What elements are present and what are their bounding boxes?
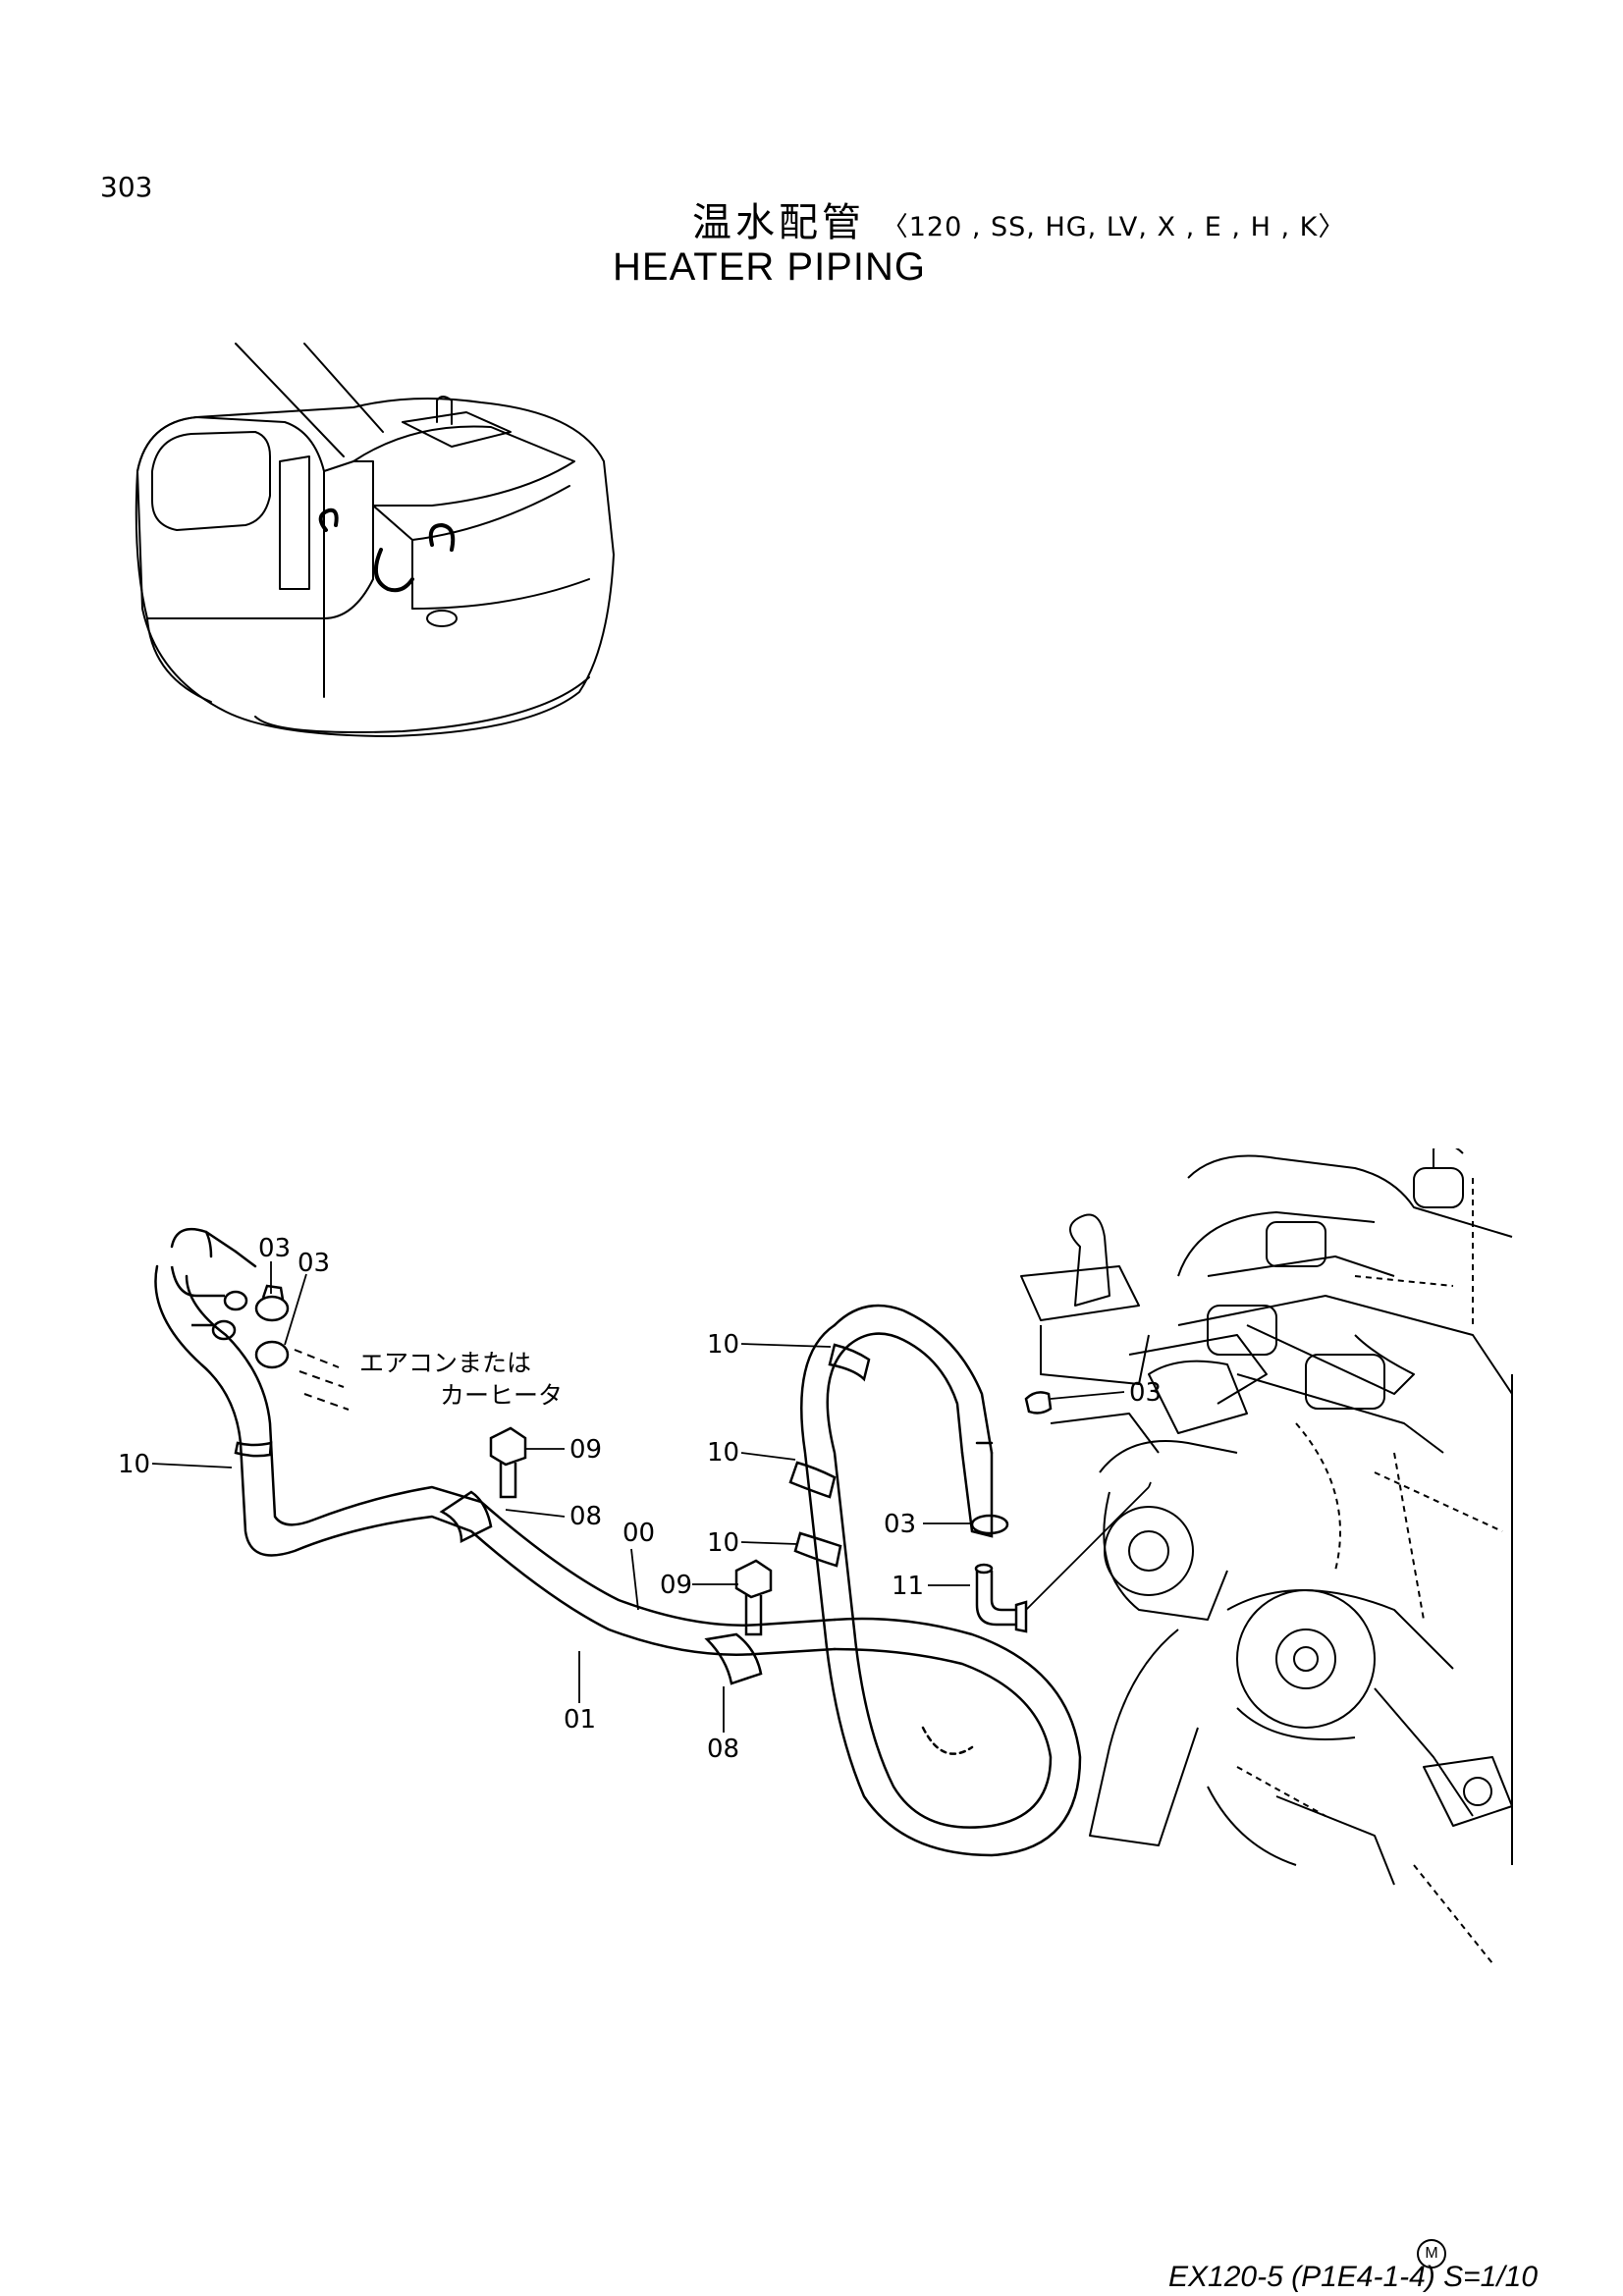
callout-09-bottom: 09 xyxy=(660,1571,692,1600)
title-japanese: 温水配管 〈120 , SS, HG, LV, X , E , H , K〉 xyxy=(692,190,1345,247)
callout-08-top: 08 xyxy=(569,1502,602,1531)
manufacturer-mark: M xyxy=(1417,2239,1446,2269)
callout-labels: 03 03 10 09 08 00 01 08 09 10 10 10 03 0… xyxy=(118,1234,1162,1764)
callout-03-middle: 03 xyxy=(884,1510,916,1539)
callout-10-lower: 10 xyxy=(707,1528,739,1558)
callout-01: 01 xyxy=(564,1705,596,1735)
note-line-1: エアコンまたは xyxy=(359,1349,531,1377)
small-clamps xyxy=(254,1284,1053,1535)
callout-09-top: 09 xyxy=(569,1435,602,1465)
model-reference: EX120-5 (P1E4-1-4) S=1/10 xyxy=(1168,2261,1539,2293)
page-number: 303 xyxy=(100,171,153,203)
heater-hose-assembly xyxy=(154,1227,1082,1857)
callout-10-upper: 10 xyxy=(707,1330,739,1360)
callout-10-middle: 10 xyxy=(707,1438,739,1468)
title-english: HEATER PIPING xyxy=(613,245,926,289)
excavator-overview-illustration xyxy=(135,343,615,737)
heater-piping-diagram: 03 03 10 09 08 00 01 08 09 10 10 10 03 0… xyxy=(118,1148,1513,1964)
callout-03-upper: 03 xyxy=(258,1234,291,1263)
note-dash-lines xyxy=(294,1349,350,1411)
title-japanese-text: 温水配管 xyxy=(692,200,865,245)
elbow-fitting xyxy=(974,1563,1028,1633)
callout-10-left: 10 xyxy=(118,1450,150,1479)
bolts xyxy=(489,1426,773,1636)
engine-hidden-lines xyxy=(1236,1178,1503,1964)
callout-08-bottom: 08 xyxy=(707,1735,739,1764)
hose-clamps xyxy=(234,1343,871,1685)
model-variants: 〈120 , SS, HG, LV, X , E , H , K〉 xyxy=(881,212,1346,242)
callout-03-upper-right: 03 xyxy=(298,1249,330,1278)
note-line-2: カーヒータ xyxy=(440,1381,563,1410)
engine-block-illustration xyxy=(1020,1148,1513,1886)
callout-00: 00 xyxy=(622,1519,655,1548)
hose-end-fittings xyxy=(170,1265,248,1341)
leader-lines xyxy=(151,1261,1152,1733)
callout-03-engine: 03 xyxy=(1129,1378,1162,1408)
callout-11: 11 xyxy=(892,1572,924,1601)
note-text: エアコンまたは カーヒータ xyxy=(359,1349,563,1410)
